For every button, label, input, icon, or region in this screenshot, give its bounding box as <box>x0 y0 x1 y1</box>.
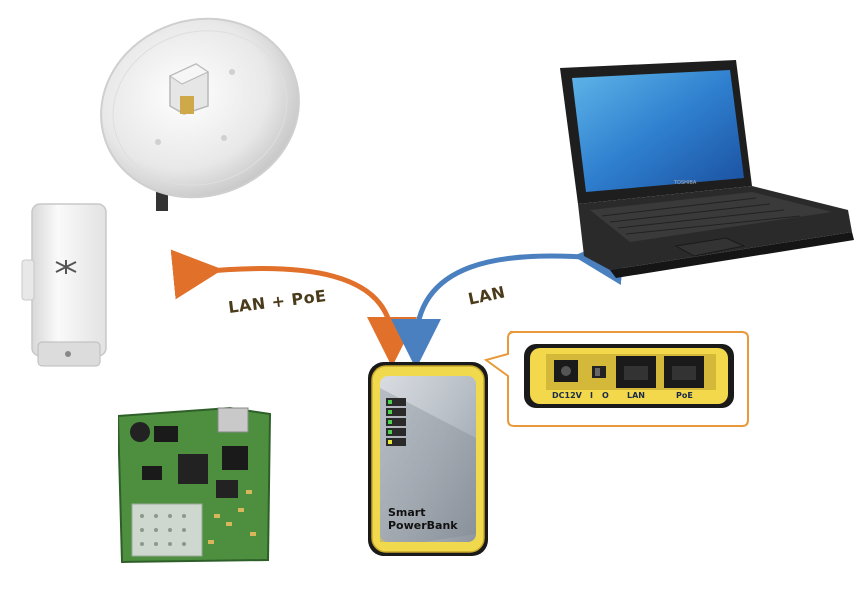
nanostation-device <box>16 200 112 372</box>
router-board <box>118 404 272 564</box>
port-switch-o-label: O <box>602 391 609 400</box>
port-poe-label: PoE <box>676 391 693 400</box>
lan-arrow <box>391 235 625 369</box>
port-dc-label: DC12V <box>552 391 583 400</box>
laptop-brand: TOSHIBA <box>673 180 697 186</box>
smart-powerbank: Smart PowerBank <box>364 358 492 560</box>
powerbank-label-line1: Smart <box>388 506 426 519</box>
port-lan-label: LAN <box>627 391 645 400</box>
lan-poe-arrow <box>170 249 417 367</box>
dish-antenna <box>96 14 306 214</box>
powerbank-label-line2: PowerBank <box>388 519 458 532</box>
port-switch-i-label: I <box>590 391 593 400</box>
port-panel-callout: DC12V I O LAN PoE <box>484 326 752 430</box>
laptop: TOSHIBA <box>556 60 856 282</box>
led-indicators <box>386 398 406 446</box>
